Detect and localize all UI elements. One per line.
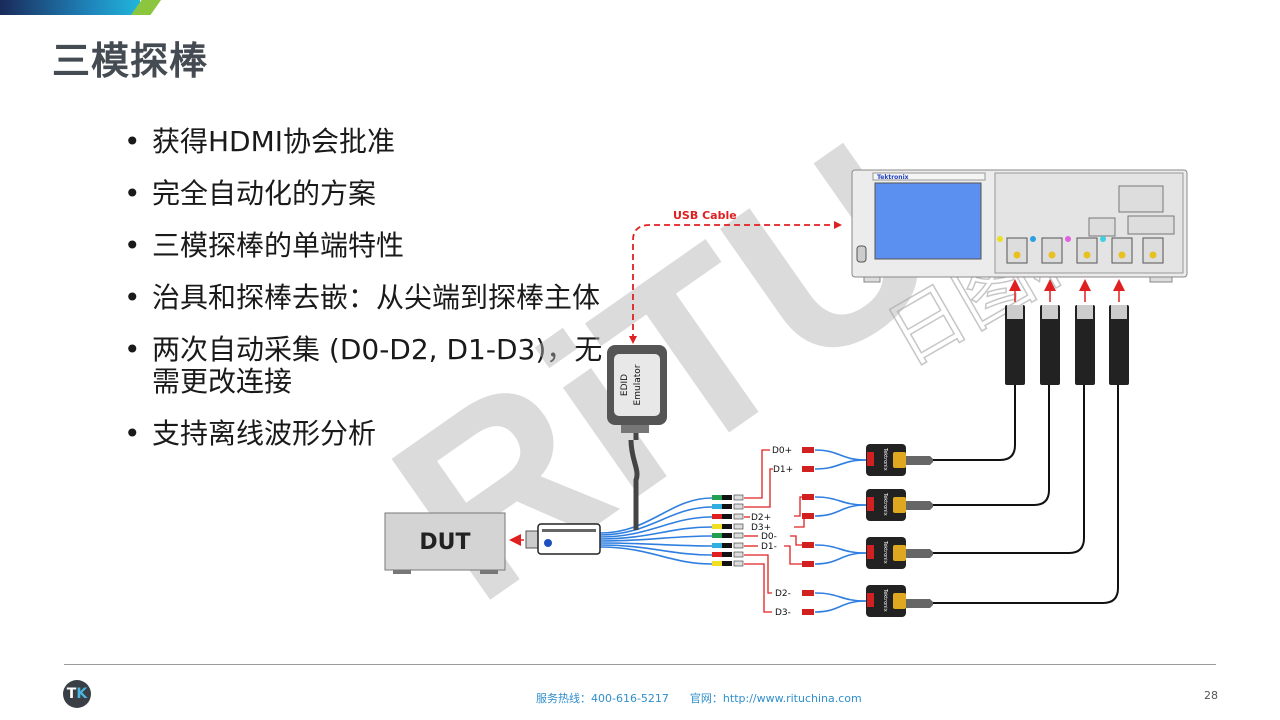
sma-connectors [802,447,814,615]
bullet-item: 治具和探棒去嵌：从尖端到探棒主体 [122,282,612,315]
hdmi-test-adapter [525,523,601,555]
scope-brand: Tektronix [877,174,909,181]
edid-label: Emulator [633,364,643,405]
signal-routing [744,449,805,613]
signal-label: D3+ [751,523,771,533]
edid-emulator: EDID Emulator [607,345,667,530]
signal-label: D3- [775,608,791,618]
edid-label: EDID [620,374,630,396]
oscilloscope: Tektronix [851,169,1188,283]
signal-label: D2- [775,589,791,599]
bullet-item: 两次自动采集 (D0-D2, D1-D3)，无需更改连接 [122,334,612,398]
page-number: 28 [1204,689,1218,702]
signal-label: D1- [761,542,777,552]
probe-tips: Tektronix Tektronix Tektronix Tektronix [866,444,933,617]
header-gradient-bar [0,0,140,15]
fanout-cables [599,497,713,565]
bullet-item: 三模探棒的单端特性 [122,230,612,263]
probe-brand: Tektronix [882,588,888,612]
probe-brand: Tektronix [882,492,888,516]
bullet-item: 支持离线波形分析 [122,418,612,451]
probe-amplifiers [1005,305,1129,385]
bullet-item: 完全自动化的方案 [122,178,612,211]
tip-leads [814,449,867,613]
company-logo: TK [63,680,91,708]
signal-label: D2+ [751,513,771,523]
footer-divider [64,664,1216,665]
footer-contact: 服务热线：400-616-5217 官网：http://www.rituchin… [536,690,862,706]
slide-title: 三模探棒 [52,39,209,83]
probe-arrows [1009,279,1125,302]
fanout-connectors [712,494,744,567]
bullet-item: 获得HDMI协会批准 [122,126,612,159]
dut-label: DUT [419,530,470,555]
probe-cables [930,385,1119,604]
signal-label: D0+ [772,446,792,456]
footer-hotline: 服务热线：400-616-5217 [536,692,669,705]
usb-cable-label: USB Cable [673,209,737,222]
arrow-icon [629,336,637,344]
usb-cable-line [632,224,838,340]
probe-brand: Tektronix [882,447,888,471]
probe-brand: Tektronix [882,540,888,564]
arrow-icon [834,221,842,229]
signal-label: D0- [761,532,777,542]
signal-labels: D0+ D1+ D2+ D3+ D0- D1- D2- D3- [751,446,793,618]
bullet-list: 获得HDMI协会批准 完全自动化的方案 三模探棒的单端特性 治具和探棒去嵌：从尖… [122,126,612,470]
dut-box: DUT [384,512,506,574]
signal-label: D1+ [773,465,793,475]
footer-website[interactable]: 官网：http://www.rituchina.com [689,692,862,705]
